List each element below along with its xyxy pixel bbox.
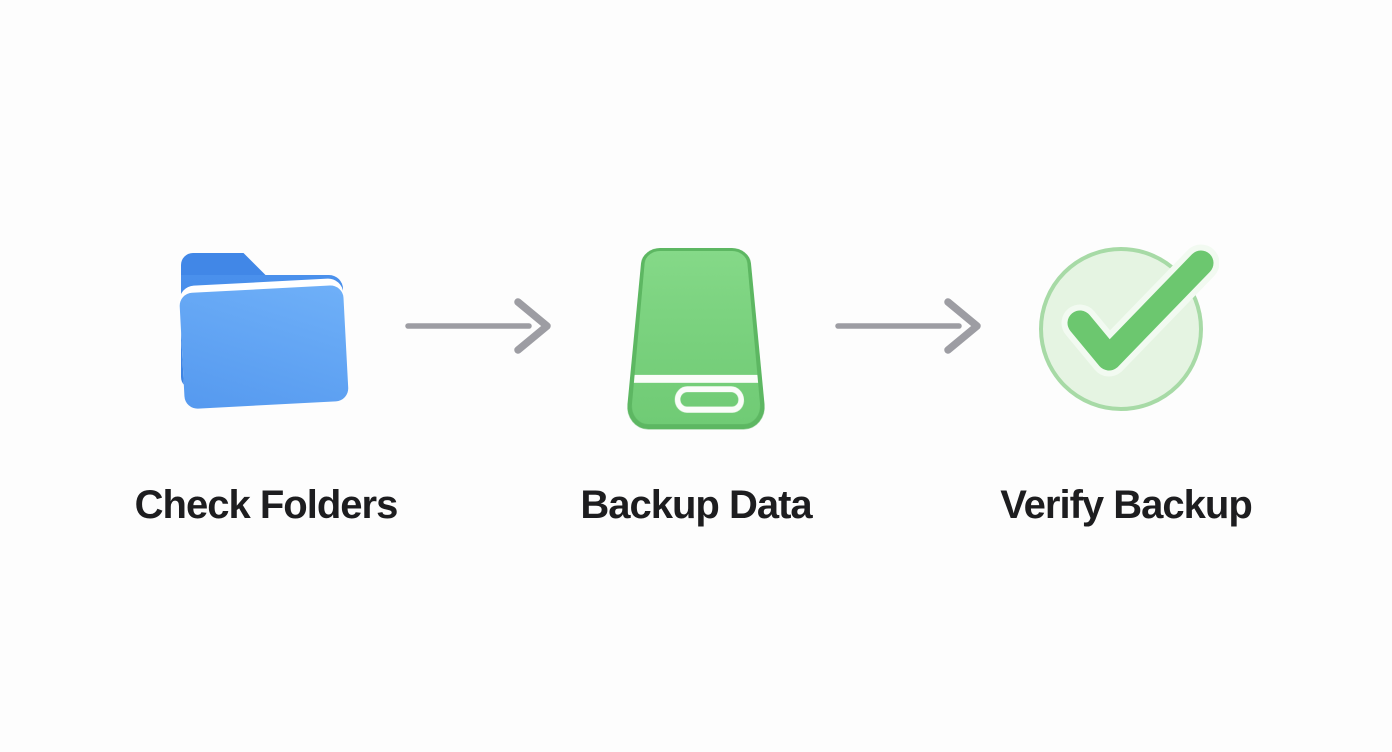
folder-icon xyxy=(177,241,355,411)
step-check-folders: Check Folders xyxy=(131,235,401,528)
step-verify-backup: Verify Backup xyxy=(991,235,1261,528)
step-label-backup-data: Backup Data xyxy=(580,482,812,527)
checkmark-glyph xyxy=(1061,244,1219,376)
step-label-verify-backup: Verify Backup xyxy=(1000,482,1253,527)
drive-stripe-detail xyxy=(629,374,763,383)
step-label-check-folders: Check Folders xyxy=(134,482,399,527)
step-icon-area xyxy=(177,235,355,417)
check-circle-icon xyxy=(1033,237,1219,415)
drive-port-detail xyxy=(674,385,745,413)
drive-body-shape xyxy=(625,247,767,429)
backup-flow-diagram: Check Folders Backup Data xyxy=(131,225,1261,528)
arrow-right-icon xyxy=(405,297,551,354)
step-backup-data: Backup Data xyxy=(561,235,831,528)
drive-icon xyxy=(611,235,781,429)
step-icon-area xyxy=(1033,235,1219,417)
step-icon-area xyxy=(611,235,781,429)
arrow-right-icon xyxy=(835,297,981,354)
folder-front-shape xyxy=(179,284,349,409)
